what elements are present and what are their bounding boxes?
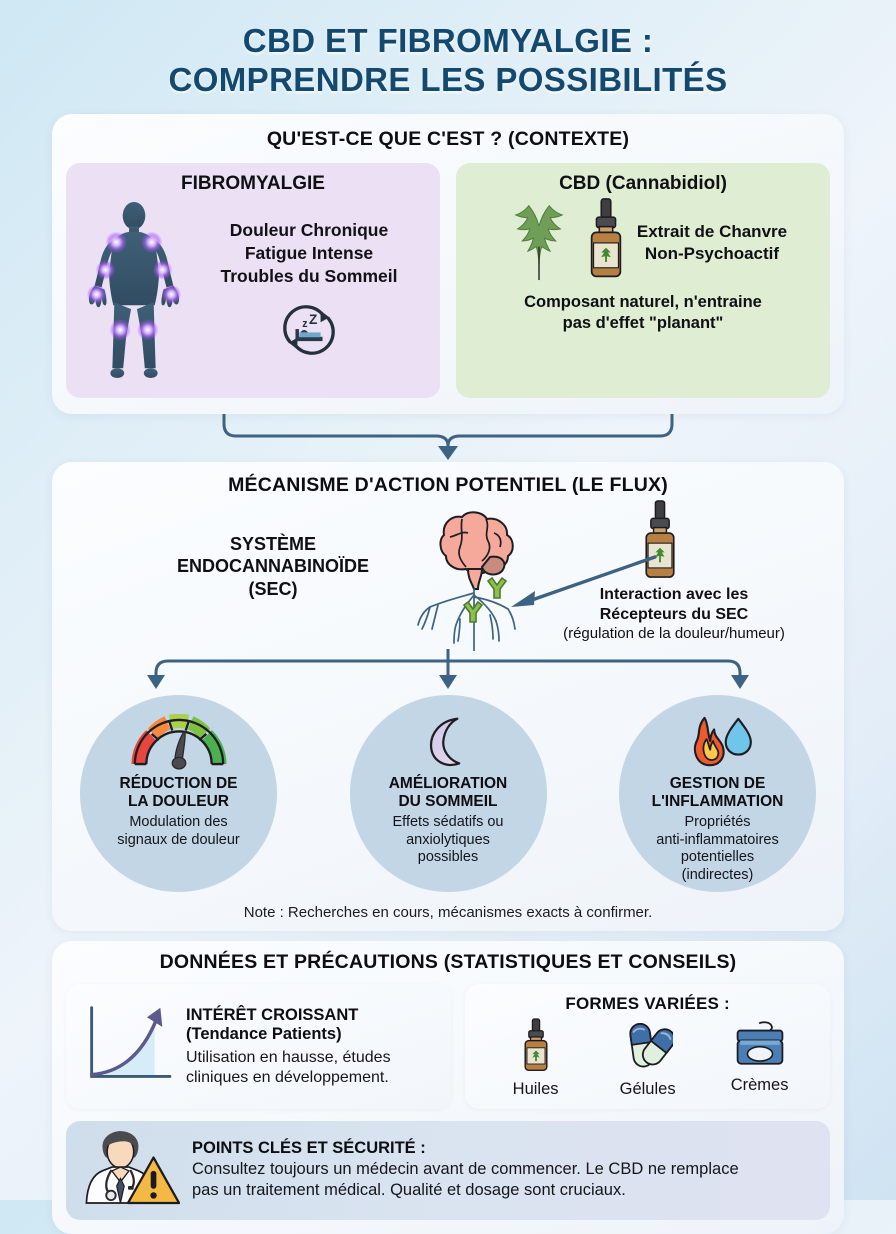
benefit-title-sleep-line-2: DU SOMMEIL <box>398 793 498 811</box>
safety-body-line-1: Consultez toujours un médecin avant de c… <box>192 1160 739 1179</box>
endocannabinoid-system-label: SYSTÈME ENDOCANNABINOÏDE (SEC) <box>158 533 388 601</box>
symptom-3: Troubles du Sommeil <box>220 266 398 287</box>
benefit-desc-inflammation-line-3: potentielles <box>680 849 755 866</box>
benefit-desc-sleep-line-3: possibles <box>417 849 479 866</box>
svg-text:Z: Z <box>309 312 317 327</box>
form-label-oils: Huiles <box>512 1079 559 1098</box>
fibromyalgia-symptoms: Douleur Chronique Fatigue Intense Troubl… <box>190 199 428 365</box>
brain-neuron-icon <box>398 501 548 656</box>
flame-droplet-icon <box>679 713 757 771</box>
cbd-caption-line-1: Extrait de Chanvre <box>636 222 788 242</box>
cbd-footer: Composant naturel, n'entraine pas d'effe… <box>468 292 818 335</box>
benefit-circle-sleep: AMÉLIORATION DU SOMMEIL Effets sédatifs … <box>349 694 547 892</box>
benefit-title-inflammation: GESTION DE L'INFLAMMATION <box>652 775 784 812</box>
cbd-caption-line-2: Non-Psychoactif <box>644 244 780 264</box>
connector-context-to-mechanism <box>52 413 844 462</box>
forms-title: FORMES VARIÉES : <box>565 993 730 1013</box>
form-label-capsules: Gélules <box>619 1079 676 1098</box>
benefit-title-sleep: AMÉLIORATION DU SOMMEIL <box>389 775 508 812</box>
sec-label-line-3: (SEC) <box>248 578 298 599</box>
title-line-1: CBD ET FIBROMYALGIE : <box>242 22 654 59</box>
benefit-desc-pain-line-1: Modulation des <box>129 814 228 831</box>
section-context: QU'EST-CE QUE C'EST ? (CONTEXTE) FIBROMY… <box>52 113 844 414</box>
cbd-title: CBD (Cannabidiol) <box>559 172 727 194</box>
dropper-bottle-icon <box>583 197 629 290</box>
sec-label-line-2: ENDOCANNABINOÏDE <box>176 556 369 577</box>
benefit-circle-inflammation: GESTION DE L'INFLAMMATION Propriétés ant… <box>619 694 816 892</box>
card-forms: FORMES VARIÉES : <box>465 983 830 1109</box>
form-item-creams: Crèmes <box>713 1018 807 1099</box>
benefit-desc-sleep-line-2: anxiolytiques <box>406 831 490 848</box>
title-line-2: COMPRENDRE LES POSSIBILITÉS <box>168 60 728 98</box>
benefit-title-pain-line-1: RÉDUCTION DE <box>119 774 238 792</box>
safety-body-line-2: pas un traitement médical. Qualité et do… <box>192 1181 626 1200</box>
trend-desc-line-2: cliniques en développement. <box>186 1068 389 1086</box>
moon-icon <box>420 713 476 771</box>
card-growing-interest: INTÉRÊT CROISSANT (Tendance Patients) Ut… <box>66 983 452 1109</box>
benefit-circle-pain: RÉDUCTION DE LA DOULEUR Modulation des s… <box>80 694 277 892</box>
capsules-icon <box>623 1022 676 1078</box>
dropper-bottle-icon <box>518 1018 554 1078</box>
card-safety: POINTS CLÉS ET SÉCURITÉ : Consultez touj… <box>66 1120 830 1220</box>
cream-jar-icon <box>732 1021 788 1074</box>
page-title: CBD ET FIBROMYALGIE : COMPRENDRE LES POS… <box>52 0 844 100</box>
benefit-desc-inflammation-line-2: anti-inflammatoires <box>656 831 779 848</box>
symptom-2: Fatigue Intense <box>244 243 374 264</box>
benefit-title-pain-line-2: LA DOULEUR <box>127 793 229 811</box>
trend-desc-line-1: Utilisation en hausse, études <box>186 1049 391 1067</box>
benefit-desc-sleep-line-1: Effets sédatifs ou <box>392 814 504 831</box>
form-label-creams: Crèmes <box>730 1075 789 1094</box>
connector-three-way-branch <box>68 648 828 695</box>
benefit-title-inflammation-line-2: L'INFLAMMATION <box>651 793 784 811</box>
mechanism-note: Note : Recherches en cours, mécanismes e… <box>243 903 653 921</box>
data-heading: DONNÉES ET PRÉCAUTIONS (STATISTIQUES ET … <box>159 950 737 973</box>
symptom-1: Douleur Chronique <box>229 219 389 240</box>
section-mechanism: MÉCANISME D'ACTION POTENTIEL (LE FLUX) S… <box>52 461 844 931</box>
benefit-desc-pain-line-2: signaux de douleur <box>117 831 240 848</box>
card-cbd: CBD (Cannabidiol) <box>456 162 830 398</box>
benefit-desc-inflammation-line-1: Propriétés <box>684 814 751 831</box>
interaction-line-2: Récepteurs du SEC <box>599 605 749 623</box>
gauge-icon <box>130 713 227 771</box>
cbd-footer-line-2: pas d'effet "planant" <box>562 314 724 333</box>
doctor-warning-icon <box>76 1129 181 1212</box>
svg-text:z: z <box>302 318 307 330</box>
benefit-title-sleep-line-1: AMÉLIORATION <box>388 774 508 792</box>
form-item-oils: Huiles <box>489 1018 583 1099</box>
infographic-page: CBD ET FIBROMYALGIE : COMPRENDRE LES POS… <box>52 0 844 1234</box>
section-data-precautions: DONNÉES ET PRÉCAUTIONS (STATISTIQUES ET … <box>52 940 844 1234</box>
benefit-circles: RÉDUCTION DE LA DOULEUR Modulation des s… <box>68 694 828 892</box>
card-fibromyalgia: FIBROMYALGIE <box>66 162 440 398</box>
growth-chart-icon <box>78 1002 174 1091</box>
receptor-interaction-label: Interaction avec les Récepteurs du SEC (… <box>540 585 808 644</box>
fibromyalgia-title: FIBROMYALGIE <box>181 172 325 194</box>
benefit-desc-sleep: Effets sédatifs ou anxiolytiques possibl… <box>393 814 504 866</box>
interaction-sub: (régulation de la douleur/humeur) <box>563 624 785 642</box>
benefit-desc-inflammation-line-4: (indirectes) <box>681 866 754 883</box>
benefit-title-pain: RÉDUCTION DE LA DOULEUR <box>120 775 238 812</box>
trend-title: INTÉRÊT CROISSANT <box>186 1005 359 1024</box>
context-heading: QU'EST-CE QUE C'EST ? (CONTEXTE) <box>266 127 630 150</box>
benefit-desc-pain: Modulation des signaux de douleur <box>117 814 240 849</box>
sec-label-line-1: SYSTÈME <box>229 533 317 554</box>
safety-title: POINTS CLÉS ET SÉCURITÉ : <box>192 1139 426 1158</box>
sleep-cycle-icon: z Z <box>278 301 340 365</box>
cbd-caption: Extrait de Chanvre Non-Psychoactif <box>637 221 787 265</box>
safety-body: Consultez toujours un médecin avant de c… <box>192 1159 816 1201</box>
mechanism-heading: MÉCANISME D'ACTION POTENTIEL (LE FLUX) <box>228 473 668 496</box>
form-item-capsules: Gélules <box>601 1018 695 1099</box>
cbd-bottle-icon-mechanism <box>638 499 682 596</box>
benefit-title-inflammation-line-1: GESTION DE <box>669 774 766 792</box>
interaction-line-1: Interaction avec les <box>599 585 749 603</box>
body-silhouette-icon <box>78 199 190 386</box>
trend-subtitle: (Tendance Patients) <box>186 1025 342 1044</box>
cbd-footer-line-1: Composant naturel, n'entraine <box>524 292 762 311</box>
trend-description: Utilisation en hausse, études cliniques … <box>186 1048 439 1087</box>
hemp-leaf-icon <box>499 198 579 289</box>
benefit-desc-inflammation: Propriétés anti-inflammatoires potentiel… <box>656 814 779 884</box>
